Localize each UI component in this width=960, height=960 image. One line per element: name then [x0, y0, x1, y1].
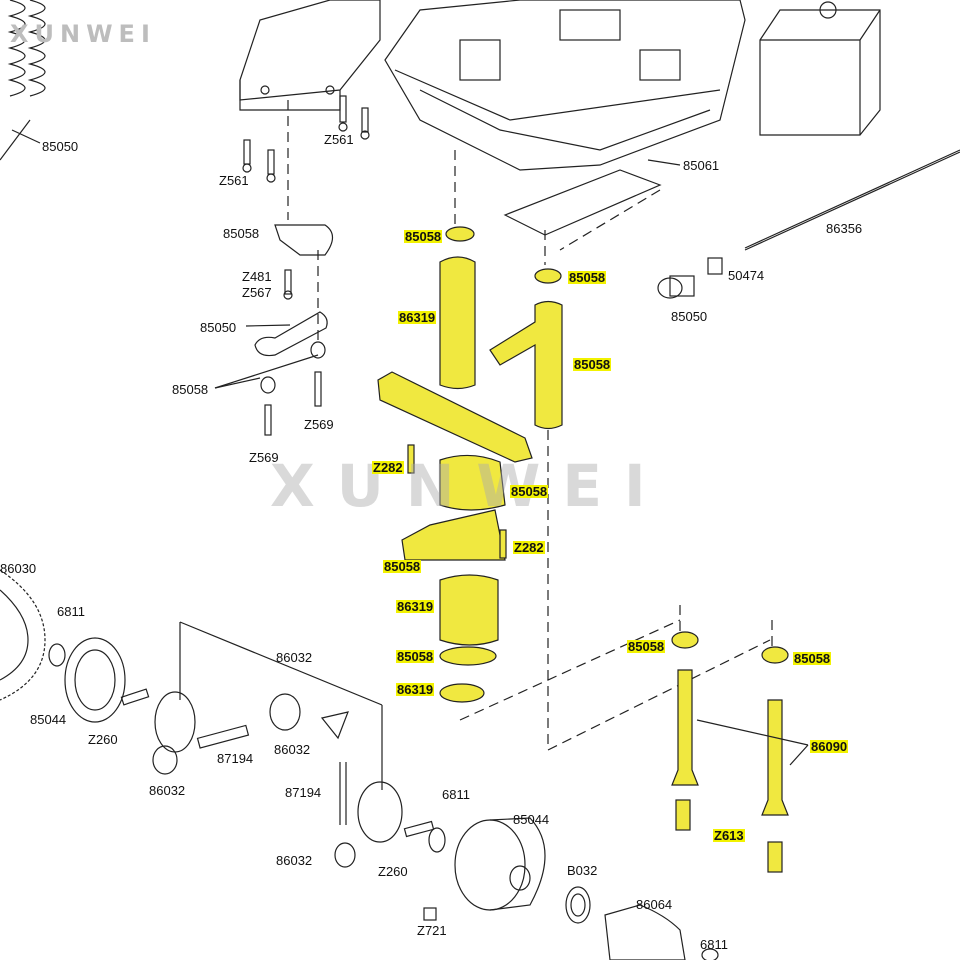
servo-left	[239, 0, 381, 111]
spring-part	[7, 0, 46, 97]
assembly-guides	[287, 100, 773, 751]
part-number-label: Z721	[417, 923, 447, 938]
screws-z561	[242, 95, 370, 183]
mount-plate	[503, 169, 662, 236]
part-number-label: Z561	[324, 132, 354, 147]
part-number-label: 86032	[149, 783, 186, 798]
part-number-label: 6811	[57, 604, 85, 619]
part-number-label: Z569	[249, 450, 279, 465]
part-number-label: 85058	[383, 559, 422, 574]
part-number-label: 85058	[223, 226, 260, 241]
part-number-label: 86032	[276, 853, 313, 868]
part-number-label: 6811	[442, 787, 470, 802]
part-number-label: Z567	[242, 285, 272, 300]
part-number-label: 86030	[0, 561, 37, 576]
part-number-label: 85058	[627, 639, 666, 654]
part-number-label: 85058	[510, 484, 549, 499]
part-number-label: 85058	[172, 382, 209, 397]
steering-rack	[377, 371, 533, 463]
part-number-label: 85058	[793, 651, 832, 666]
brand-logo: XUNWEI	[10, 20, 156, 48]
part-number-label: 85050	[671, 309, 708, 324]
post-left	[671, 669, 699, 786]
part-number-label: Z260	[378, 864, 408, 879]
part-number-label: Z613	[713, 828, 745, 843]
part-number-label: 85058	[573, 357, 612, 372]
part-number-label: 85061	[683, 158, 720, 173]
part-number-label: 86032	[276, 650, 313, 665]
part-number-label: 86356	[826, 221, 863, 236]
part-number-label: 85058	[404, 229, 443, 244]
part-number-label: Z260	[88, 732, 118, 747]
part-number-label: Z282	[372, 460, 404, 475]
part-number-label: 86064	[636, 897, 673, 912]
part-number-label: 86319	[396, 599, 435, 614]
part-number-label: 85044	[513, 812, 550, 827]
servo-horn	[274, 224, 334, 256]
ring-gear	[0, 569, 46, 701]
part-number-label: Z561	[219, 173, 249, 188]
part-number-label: 85050	[200, 320, 237, 335]
steering-link	[254, 311, 328, 357]
threaded-shock-body	[439, 256, 476, 390]
part-number-label: Z481	[242, 269, 272, 284]
part-number-label: 86319	[396, 682, 435, 697]
highlighted-parts	[377, 226, 789, 873]
part-number-label: 85044	[30, 712, 67, 727]
watermark: XUNWEI	[270, 452, 668, 520]
chassis-tray	[384, 0, 746, 171]
part-number-label: 85050	[42, 139, 79, 154]
part-number-label: 87194	[217, 751, 254, 766]
diff-case	[454, 817, 546, 911]
part-number-label: 85058	[568, 270, 607, 285]
part-number-label: 85058	[396, 649, 435, 664]
part-number-label: 86090	[810, 739, 849, 754]
part-number-label: 87194	[285, 785, 322, 800]
saver-spring	[439, 574, 499, 646]
post-right	[761, 699, 789, 816]
steering-arm-right	[489, 300, 563, 430]
part-number-label: Z569	[304, 417, 334, 432]
bellcrank-upper	[439, 454, 506, 511]
servo-right	[759, 1, 881, 136]
part-number-label: B032	[567, 863, 598, 878]
part-number-label: 86319	[398, 310, 437, 325]
part-number-label: 6811	[700, 937, 728, 952]
part-number-label: 86032	[274, 742, 311, 757]
part-number-label: Z282	[513, 540, 545, 555]
part-number-label: 50474	[728, 268, 765, 283]
